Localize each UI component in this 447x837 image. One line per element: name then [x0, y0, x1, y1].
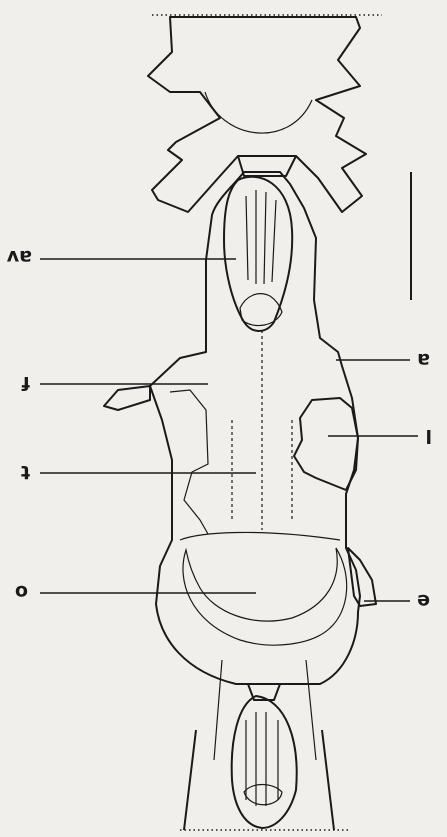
- lower-stalk-edges: [214, 660, 316, 760]
- label-f: f: [21, 372, 30, 394]
- lower-dense-band: [183, 548, 347, 645]
- lower-outer-edges: [184, 730, 334, 830]
- label-a: a: [417, 349, 430, 371]
- upper-segment: [148, 17, 366, 212]
- right-spur: [348, 548, 376, 606]
- label-l: l: [425, 425, 432, 447]
- label-av: av: [6, 246, 32, 268]
- lower-oval-ribs: [246, 712, 278, 806]
- label-o: o: [15, 581, 28, 603]
- upper-oval: [224, 177, 292, 331]
- label-t: t: [21, 461, 30, 483]
- main-body: [150, 172, 360, 684]
- lower-oval-cap: [244, 785, 282, 805]
- upper-oval-cap: [240, 294, 282, 326]
- label-e: e: [417, 590, 430, 612]
- central-ridge: [232, 330, 292, 530]
- lower-band-top-edge: [180, 532, 340, 540]
- lower-oval: [232, 696, 297, 828]
- left-lobe-outline: [170, 390, 208, 534]
- right-lobe: [294, 398, 358, 490]
- upper-segment-inner-curve: [205, 92, 312, 133]
- upper-oval-ribs: [246, 190, 276, 284]
- left-lateral-process: [104, 386, 150, 410]
